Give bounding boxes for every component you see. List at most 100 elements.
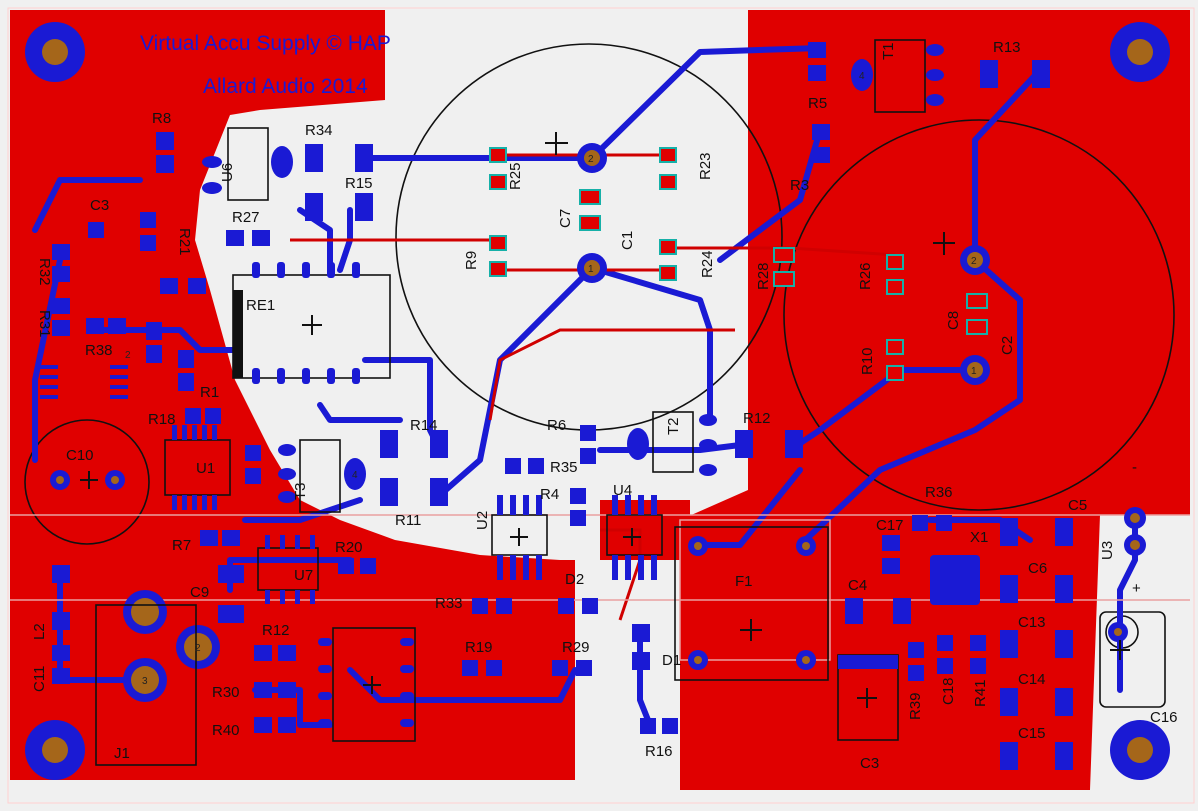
pin-t3-4: 4 — [352, 470, 358, 481]
label-c9: C9 — [190, 584, 209, 601]
label-r41: R41 — [972, 679, 989, 707]
label-r7: R7 — [172, 537, 191, 554]
label-t2: T2 — [665, 417, 682, 435]
label-r1: R1 — [200, 384, 219, 401]
pin-j1-3: 3 — [142, 676, 148, 687]
component-labels: R8 R34 R15 R27 C3 R21 R32 R31 R38 U6 RE1… — [31, 39, 1178, 772]
label-u2: U2 — [474, 511, 491, 530]
label-r30: R30 — [212, 684, 240, 701]
label-r20: R20 — [335, 539, 363, 556]
through-hole-pads — [50, 143, 1146, 702]
label-r33: R33 — [435, 595, 463, 612]
regulator-u6 — [227, 127, 269, 201]
label-re1: RE1 — [246, 297, 275, 314]
pin-t1-4: 4 — [859, 71, 865, 82]
label-c10: C10 — [66, 447, 94, 464]
capacitor-c2-outline — [783, 119, 1175, 511]
label-r14: R14 — [410, 417, 438, 434]
label-r10: R10 — [859, 347, 876, 375]
board-title: Virtual Accu Supply © HAP — [140, 32, 391, 55]
label-u1: U1 — [196, 460, 215, 477]
polarity-markers — [80, 132, 1130, 708]
label-r23: R23 — [697, 152, 714, 180]
label-c3: C3 — [860, 755, 879, 772]
label-r39: R39 — [907, 692, 924, 720]
smd-footprints — [52, 42, 1073, 770]
label-r18: R18 — [148, 411, 176, 428]
label-r38: R38 — [85, 342, 113, 359]
connector-plus: + — [1132, 580, 1141, 597]
label-r16: R16 — [645, 743, 673, 760]
label-c1: C1 — [619, 231, 636, 250]
label-r21: R21 — [176, 228, 193, 256]
board-subtitle: Allard Audio 2014 — [203, 75, 368, 98]
trace-guides — [10, 514, 1190, 661]
label-c5: C5 — [1068, 497, 1087, 514]
mounting-holes — [25, 22, 1170, 780]
ic-pins — [40, 365, 657, 727]
label-r40: R40 — [212, 722, 240, 739]
label-r3: R3 — [790, 177, 809, 194]
label-r29: R29 — [562, 639, 590, 656]
label-r32: R32 — [36, 258, 53, 286]
label-r12: R12 — [743, 410, 771, 427]
label-c4: C4 — [848, 577, 867, 594]
capacitor-c16-outline — [1099, 611, 1166, 708]
label-r8: R8 — [152, 110, 171, 127]
label-r4: R4 — [540, 486, 559, 503]
label-r19: R19 — [465, 639, 493, 656]
relay-band — [233, 290, 243, 378]
label-r12b: R12 — [262, 622, 290, 639]
label-c8: C8 — [945, 311, 962, 330]
component-outlines — [95, 39, 926, 766]
label-c18: C18 — [940, 677, 957, 705]
label-r26: R26 — [857, 262, 874, 290]
label-r27: R27 — [232, 209, 260, 226]
label-l2: L2 — [31, 623, 48, 640]
transistor-pads — [202, 44, 944, 503]
label-u3: U3 — [1099, 541, 1116, 560]
label-c16: C16 — [1150, 709, 1178, 726]
label-u6: U6 — [219, 163, 236, 182]
ic-u4 — [606, 514, 663, 556]
label-d2: D2 — [565, 571, 584, 588]
label-c3-top: C3 — [90, 197, 109, 214]
label-c15: C15 — [1018, 725, 1046, 742]
label-r13: R13 — [993, 39, 1021, 56]
pin-j1-2: 2 — [195, 643, 201, 654]
label-x1: X1 — [970, 529, 988, 546]
label-r24: R24 — [699, 250, 716, 278]
label-u4: U4 — [613, 482, 632, 499]
label-c14: C14 — [1018, 671, 1046, 688]
pin-r38-2: 2 — [125, 350, 131, 361]
label-c6: C6 — [1028, 560, 1047, 577]
connector-minus: - — [1132, 459, 1137, 476]
label-f1: F1 — [735, 573, 753, 590]
pin-c2-1: 1 — [971, 366, 977, 377]
ic-u7-socket — [332, 627, 416, 742]
ic-u1 — [164, 439, 231, 496]
ic-u2 — [491, 514, 548, 556]
label-r28: R28 — [755, 262, 772, 290]
label-r31: R31 — [36, 310, 53, 338]
pin-numbers: 2 1 2 1 2 3 4 4 2 - + — [125, 71, 1141, 687]
label-r5: R5 — [808, 95, 827, 112]
capacitor-c3-band — [838, 655, 898, 669]
pin-c2-2: 2 — [971, 256, 977, 267]
label-r36: R36 — [925, 484, 953, 501]
pin-c1-1: 1 — [588, 264, 594, 275]
transistor-t3 — [299, 439, 341, 513]
relay-pins — [252, 262, 360, 384]
label-c7: C7 — [557, 209, 574, 228]
label-t3: T3 — [292, 482, 309, 500]
label-c2: C2 — [999, 336, 1016, 355]
label-t1: T1 — [880, 42, 897, 60]
label-r6: R6 — [547, 417, 566, 434]
label-r34: R34 — [305, 122, 333, 139]
transistor-t1 — [874, 39, 926, 113]
label-r11: R11 — [395, 512, 421, 529]
label-c13: C13 — [1018, 614, 1046, 631]
label-r15: R15 — [345, 175, 373, 192]
label-u7: U7 — [294, 567, 313, 584]
